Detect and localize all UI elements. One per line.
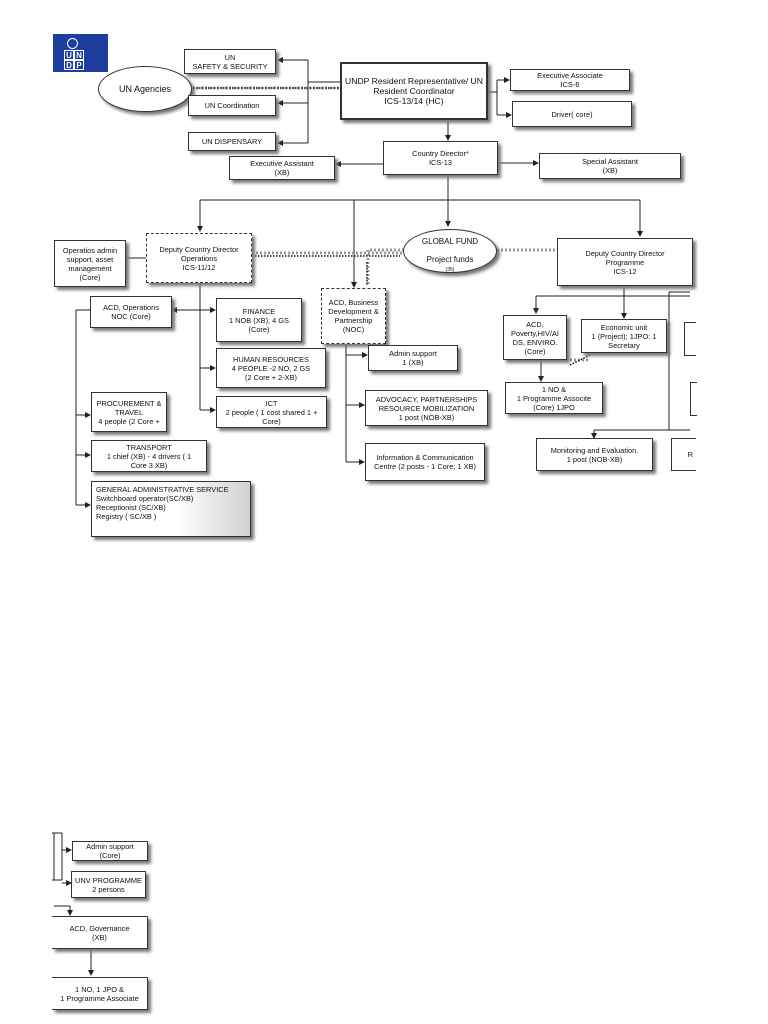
acd-governance-box: ACD, Governance (XB) <box>52 916 148 949</box>
operations-admin-support-box: Operatios admin support, asset managemen… <box>54 240 126 287</box>
admin-support-core-box: Admin support (Core) <box>72 841 148 861</box>
advocacy-partnerships-box: ADVOCACY, PARTNERSHIPS RESOURCE MOBILIZA… <box>365 390 488 426</box>
logo-letter: N <box>74 50 84 60</box>
human-resources-box: HUMAN RESOURCES 4 PEOPLE -2 NO, 2 GS (2 … <box>216 348 326 388</box>
logo-letter: P <box>74 60 84 70</box>
finance-box: FINANCE 1 NOB (XB), 4 GS (Core) <box>216 298 302 342</box>
general-administrative-service-box: GENERAL ADMINISTRATIVE SERVICE Switchboa… <box>91 481 251 537</box>
logo-letters: U N D P <box>64 50 84 70</box>
procurement-travel-box: PROCUREMENT & TRAVEL 4 people (2 Core + <box>91 392 167 432</box>
un-dispensary-box: UN DISPENSARY <box>188 132 276 151</box>
economic-unit-box: Economic unit 1 (Project); 1JPO: 1 Secre… <box>581 319 667 353</box>
admin-support-box: Admin support 1 (XB) <box>368 345 458 371</box>
special-assistant-box: Special Assistant (XB) <box>539 153 681 179</box>
logo-letter: D <box>64 60 74 70</box>
resident-representative-box: UNDP Resident Representative/ UN Residen… <box>340 62 488 120</box>
executive-assistant-box: Executive Assistant (XB) <box>229 156 335 180</box>
un-coordination-box: UN Coordination <box>188 95 276 116</box>
acd-operations-box: ACD, Operations NOC (Core) <box>90 296 172 328</box>
un-agencies-node: UN Agencies <box>98 66 192 112</box>
un-safety-security-box: UN SAFETY & SECURITY <box>184 49 276 74</box>
dcd-operations-box: Deputy Country Director Operations ICS-1… <box>146 233 252 283</box>
logo-letter: U <box>64 50 74 60</box>
undp-logo: U N D P <box>53 34 108 72</box>
driver-box: Driver( core) <box>512 101 632 127</box>
information-communication-box: Information & Communication Centre (2 po… <box>365 443 485 481</box>
one-no-jpo-box: 1 NO, 1 JPO & 1 Programme Associate <box>52 977 148 1010</box>
ict-box: ICT 2 people ( 1 cost shared 1 + Core) <box>216 396 327 428</box>
partial-box-top-right <box>684 322 696 356</box>
one-no-programme-associate-box: 1 NO & 1 Programme Associte (Core) 1JPO <box>505 382 603 414</box>
monitoring-evaluation-box: Monitoring and Evaluation. 1 post (NOB-X… <box>536 438 653 471</box>
partial-box-mid-right <box>690 382 697 416</box>
acd-business-development-box: ACD, Business Development & Partnership … <box>321 288 386 344</box>
un-emblem-icon <box>67 38 78 49</box>
dcd-programme-box: Deputy Country Director Programme ICS-12 <box>557 238 693 286</box>
country-director-box: Country Director* ICS-13 <box>383 141 498 175</box>
partial-box-r: R <box>671 438 696 471</box>
executive-associate-box: Executive Associate ICS-6 <box>510 69 630 91</box>
global-fund-node: GLOBAL FUND Project funds (35) <box>403 229 497 273</box>
unv-programme-box: UNV PROGRAMME 2 persons <box>71 871 146 898</box>
acd-poverty-box: ACD, Poverty,HIV/AI DS, ENVIRO. (Core) <box>503 315 567 360</box>
transport-box: TRANSPORT 1 chief (XB) - 4 drivers ( 1 C… <box>91 440 207 472</box>
